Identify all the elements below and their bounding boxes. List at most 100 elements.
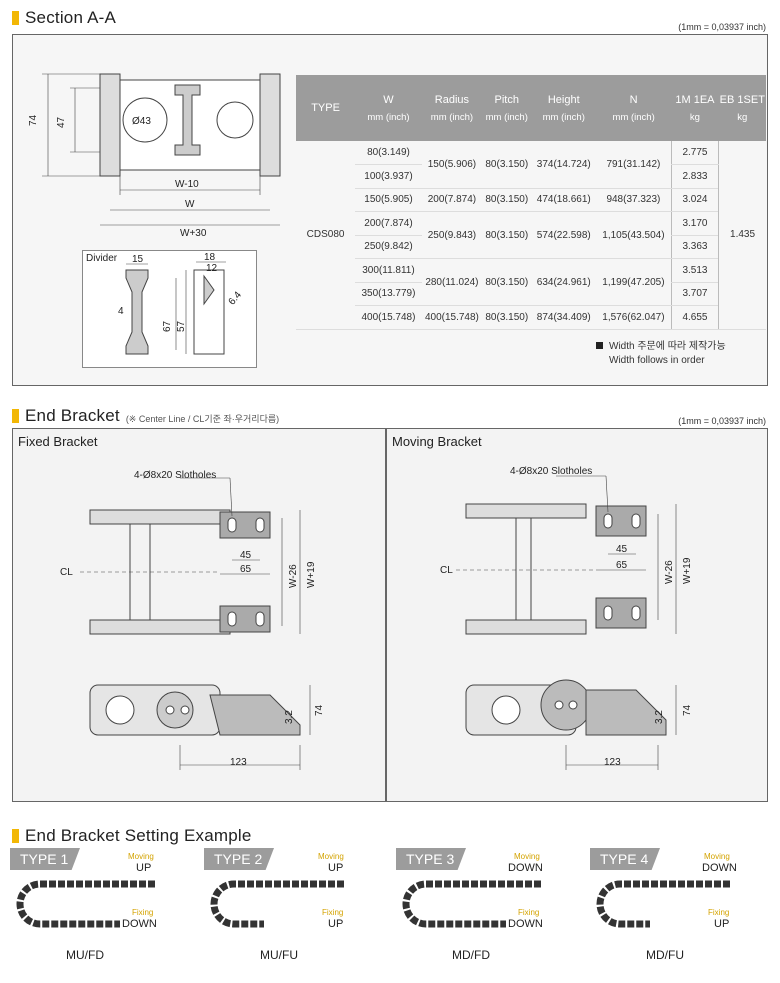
fixed-slot: 4-Ø8x20 Slotholes — [134, 470, 216, 481]
cell-height: 374(14.724) — [531, 141, 597, 189]
cell-kg: 3.363 — [670, 235, 719, 259]
section-marker — [12, 11, 19, 25]
cell-pitch: 80(3.150) — [482, 305, 532, 330]
type-3-example: TYPE 3 Moving DOWN Fixing DOWN MD/FD — [396, 848, 546, 968]
moving-d32: 3.2 — [654, 710, 665, 724]
moving-d123: 123 — [604, 757, 621, 768]
th-radius-unit: mm (inch) — [430, 111, 474, 123]
divider-drawing: 15 4 18 12 6.4 67 57 — [118, 252, 244, 355]
table-row: 300(11.811) 280(11.024) 80(3.150) 634(24… — [296, 258, 766, 306]
cell-radius: 200(7.874) — [421, 188, 483, 212]
th-n-label: N — [629, 93, 638, 106]
type-2-tab: TYPE 2 — [204, 848, 274, 870]
type-2-moving-label: Moving — [318, 852, 344, 861]
type-2-name: TYPE 2 — [214, 851, 263, 867]
fixed-d74: 74 — [314, 704, 325, 716]
cell-pitch: 80(3.150) — [482, 188, 532, 212]
cell-w: 200(7.874) — [355, 211, 422, 236]
th-height-label: Height — [547, 93, 580, 106]
th-w-label: W — [383, 93, 394, 106]
type-3-chain-icon — [402, 880, 541, 928]
fixed-d123: 123 — [230, 757, 247, 768]
dim-w10: W-10 — [175, 179, 199, 190]
type-2-code: MU/FU — [260, 948, 298, 962]
fixed-cl: CL — [60, 567, 73, 578]
cell-pitch: 80(3.150) — [482, 258, 532, 306]
fixed-dw26: W-26 — [288, 564, 299, 588]
end-bracket-note: (※ Center Line / CL기준 좌·우거리다름) — [125, 413, 280, 424]
dim-dia: Ø43 — [132, 116, 151, 127]
cell-w: 100(3.937) — [355, 164, 422, 189]
type-2-chain-icon — [210, 880, 344, 928]
spec-note-en: Width follows in order — [609, 355, 705, 366]
fixed-d32: 3.2 — [284, 710, 295, 724]
cell-type: CDS080 — [296, 141, 356, 330]
type-4-chain-icon — [596, 880, 730, 928]
divider-label: Divider — [86, 253, 118, 264]
table-row: 400(15.748) 400(15.748) 80(3.150) 874(34… — [296, 305, 766, 330]
div-57: 57 — [176, 320, 187, 332]
section-marker — [12, 409, 19, 423]
cell-radius: 400(15.748) — [421, 305, 483, 330]
th-radius-label: Radius — [434, 93, 470, 106]
end-bracket-heading: End Bracket (※ Center Line / CL기준 좌·우거리다… — [12, 406, 279, 426]
section-a-heading: Section A-A — [12, 8, 116, 28]
div-12: 12 — [206, 263, 218, 274]
div-15: 15 — [132, 254, 144, 265]
fixed-bracket-label: Fixed Bracket — [18, 434, 98, 449]
th-n-unit: mm (inch) — [612, 111, 655, 123]
type-2-fixing-dir: UP — [328, 918, 344, 930]
bullet-square-icon — [596, 342, 603, 349]
th-pitch-label: Pitch — [494, 93, 519, 106]
cell-w: 350(13.779) — [355, 282, 422, 306]
type-4-code: MD/FU — [646, 948, 684, 962]
cell-w: 300(11.811) — [355, 258, 422, 283]
type-4-fixing-label: Fixing — [708, 908, 730, 917]
type-1-name: TYPE 1 — [20, 851, 69, 867]
cell-n: 1,105(43.504) — [596, 211, 672, 259]
div-18: 18 — [204, 252, 216, 263]
section-a-unit-note: (1mm = 0,03937 inch) — [678, 22, 766, 32]
cell-kg: 4.655 — [670, 305, 719, 330]
cell-w: 150(5.905) — [355, 188, 422, 212]
th-eb1set-unit: kg — [737, 111, 748, 123]
setting-heading: End Bracket Setting Example — [12, 826, 252, 846]
table-row: 100(3.937) 2.833 — [296, 164, 766, 189]
divider-box — [82, 250, 257, 368]
cell-height: 574(22.598) — [531, 211, 597, 259]
cell-n: 791(31.142) — [596, 141, 672, 189]
cell-pitch: 80(3.150) — [482, 141, 532, 189]
moving-bracket-panel — [386, 428, 768, 802]
type-4-moving-label: Moving — [704, 852, 730, 861]
cell-radius: 280(11.024) — [421, 258, 483, 306]
cell-w: 400(15.748) — [355, 305, 422, 330]
table-row: 200(7.874) 250(9.843) 80(3.150) 574(22.5… — [296, 211, 766, 259]
cell-w: 80(3.149) — [355, 141, 422, 165]
type-4-tab: TYPE 4 — [590, 848, 660, 870]
cell-kg: 3.170 — [670, 211, 719, 236]
div-67: 67 — [162, 320, 173, 332]
cell-n: 948(37.323) — [596, 188, 672, 212]
type-2-example: TYPE 2 Moving UP Fixing UP MU/FU — [204, 848, 354, 968]
type-3-tab: TYPE 3 — [396, 848, 466, 870]
cell-height: 874(34.409) — [531, 305, 597, 330]
cell-eb: 1.435 — [718, 141, 766, 330]
setting-title: End Bracket Setting Example — [25, 826, 252, 845]
type-4-example: TYPE 4 Moving DOWN Fixing UP MD/FU — [590, 848, 740, 968]
cell-pitch: 80(3.150) — [482, 211, 532, 259]
cell-kg: 3.707 — [670, 282, 719, 306]
type-3-code: MD/FD — [452, 948, 490, 962]
table-row: 250(9.842) 3.363 — [296, 235, 766, 259]
moving-dw26: W-26 — [664, 560, 675, 584]
cell-n: 1,199(47.205) — [596, 258, 672, 306]
cell-w: 250(9.842) — [355, 235, 422, 259]
moving-d65: 65 — [616, 560, 628, 571]
spec-note-kr: Width 주문에 따라 제작가능 — [609, 341, 726, 352]
th-type-label: TYPE — [311, 102, 340, 114]
type-3-moving-dir: DOWN — [508, 862, 543, 874]
moving-d45: 45 — [616, 544, 628, 555]
